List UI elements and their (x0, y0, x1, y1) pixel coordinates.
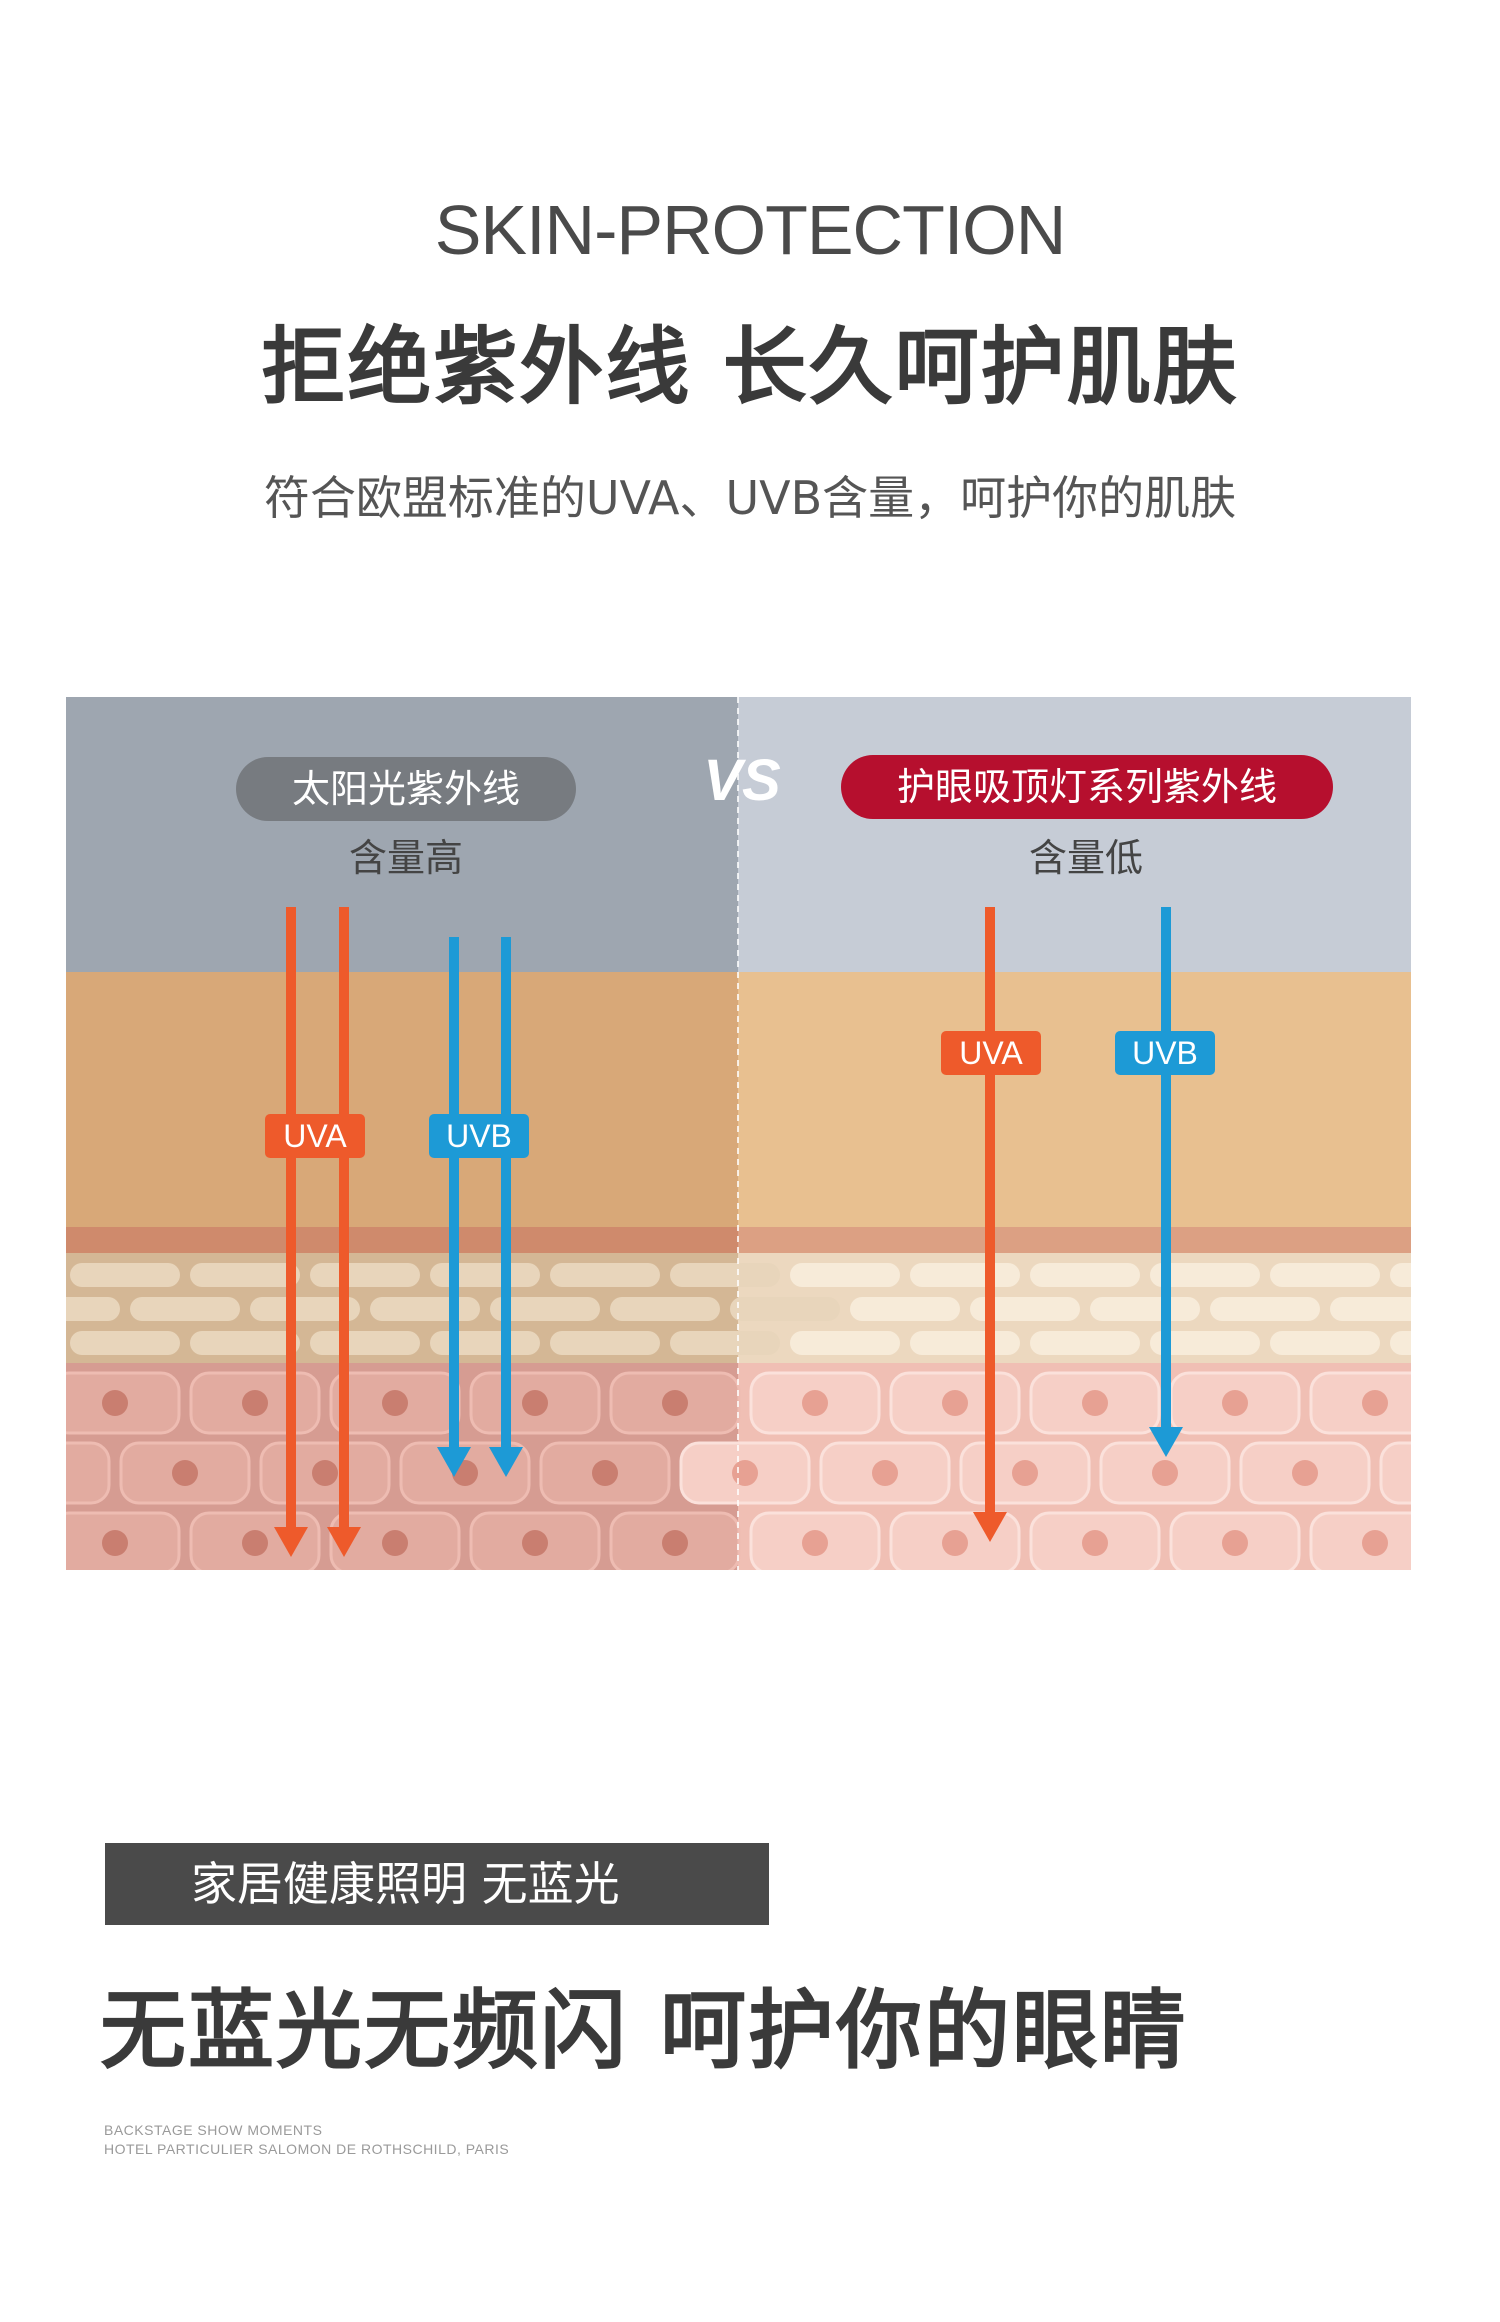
cell-nucleus (1152, 1460, 1178, 1486)
cell-nucleus (802, 1390, 828, 1416)
uva-badge-left: UVA (265, 1114, 365, 1158)
cell-nucleus (382, 1530, 408, 1556)
epidermis-right (738, 972, 1411, 1227)
brick (1210, 1297, 1320, 1321)
skin-layers-illustration (66, 697, 1411, 1570)
brick (910, 1263, 1020, 1287)
uvb-badge-right: UVB (1115, 1031, 1215, 1075)
brick (1330, 1297, 1411, 1321)
sunlight-uv-tag: 太阳光紫外线 (236, 757, 576, 821)
brick (1090, 1297, 1200, 1321)
small-caption-line2: HOTEL PARTICULIER SALOMON DE ROTHSCHILD,… (104, 2141, 510, 2157)
brick (730, 1297, 840, 1321)
brick (1390, 1263, 1411, 1287)
bottom-title: 无蓝光无频闪 呵护你的眼睛 (100, 1981, 1188, 2081)
uv-arrows (274, 907, 1183, 1557)
arrow-head (327, 1527, 361, 1557)
brick (790, 1263, 900, 1287)
cell-nucleus (1362, 1530, 1388, 1556)
brick (850, 1297, 960, 1321)
brick (430, 1331, 540, 1355)
brick (490, 1297, 600, 1321)
brick (70, 1263, 180, 1287)
cell-nucleus (1222, 1390, 1248, 1416)
cell (1309, 1371, 1411, 1435)
brick (550, 1263, 660, 1287)
cell-nucleus (1362, 1390, 1388, 1416)
cell-nucleus (522, 1390, 548, 1416)
uv-comparison-diagram: 太阳光紫外线 VS 护眼吸顶灯系列紫外线 含量高 含量低 UVA UVB UVA… (66, 697, 1411, 1570)
cell-nucleus (942, 1390, 968, 1416)
english-title: SKIN-PROTECTION (434, 191, 1067, 269)
uvb-badge-left: UVB (429, 1114, 529, 1158)
brick (310, 1263, 420, 1287)
cell-nucleus (662, 1530, 688, 1556)
brick (1270, 1331, 1380, 1355)
arrow-head (437, 1447, 471, 1477)
cell-nucleus (102, 1390, 128, 1416)
brick (1150, 1263, 1260, 1287)
cell-nucleus (382, 1390, 408, 1416)
epidermis-left (66, 972, 738, 1227)
sky-right (738, 697, 1411, 972)
cell-nucleus (872, 1460, 898, 1486)
cell-nucleus (942, 1530, 968, 1556)
brick (190, 1331, 300, 1355)
brick (970, 1297, 1080, 1321)
feature-tag: 家居健康照明 无蓝光 (105, 1843, 769, 1925)
brick (1150, 1331, 1260, 1355)
cell-nucleus (732, 1460, 758, 1486)
brick (370, 1297, 480, 1321)
chinese-title: 拒绝紫外线 长久呵护肌肤 (261, 318, 1239, 416)
arrow-head (973, 1512, 1007, 1542)
brick (190, 1263, 300, 1287)
brick (550, 1331, 660, 1355)
cell (1379, 1441, 1411, 1505)
brick (250, 1297, 360, 1321)
brick (1030, 1331, 1140, 1355)
cell-nucleus (662, 1390, 688, 1416)
lamp-uv-level: 含量低 (1028, 836, 1143, 880)
brick (310, 1331, 420, 1355)
cell-nucleus (312, 1460, 338, 1486)
cell-nucleus (522, 1530, 548, 1556)
brick (670, 1331, 780, 1355)
cell-nucleus (1082, 1530, 1108, 1556)
vs-label: VS (703, 748, 781, 813)
cell-nucleus (802, 1530, 828, 1556)
membrane-right (738, 1227, 1411, 1253)
subtitle: 符合欧盟标准的UVA、UVB含量，呵护你的肌肤 (263, 471, 1237, 525)
uva-badge-right: UVA (941, 1031, 1041, 1075)
brick (610, 1297, 720, 1321)
lamp-uv-tag: 护眼吸顶灯系列紫外线 (841, 755, 1333, 819)
cell-nucleus (1012, 1460, 1038, 1486)
brick (670, 1263, 780, 1287)
cell-nucleus (172, 1460, 198, 1486)
brick (66, 1297, 120, 1321)
membrane-left (66, 1227, 738, 1253)
cell (1309, 1511, 1411, 1570)
brick (70, 1331, 180, 1355)
brick (1390, 1331, 1411, 1355)
sunlight-uv-level: 含量高 (348, 836, 463, 880)
cell-nucleus (102, 1530, 128, 1556)
arrow-head (274, 1527, 308, 1557)
brick (1030, 1263, 1140, 1287)
cell (66, 1441, 111, 1505)
brick (430, 1263, 540, 1287)
small-caption-line1: BACKSTAGE SHOW MOMENTS (104, 2122, 323, 2138)
sky-left (66, 697, 738, 972)
arrow-head (1149, 1427, 1183, 1457)
brick (1270, 1263, 1380, 1287)
cell-nucleus (1222, 1530, 1248, 1556)
cell-nucleus (592, 1460, 618, 1486)
brick (910, 1331, 1020, 1355)
cell-nucleus (242, 1530, 268, 1556)
cell-nucleus (242, 1390, 268, 1416)
cell-nucleus (1082, 1390, 1108, 1416)
brick (130, 1297, 240, 1321)
brick (790, 1331, 900, 1355)
cell-nucleus (1292, 1460, 1318, 1486)
arrow-head (489, 1447, 523, 1477)
